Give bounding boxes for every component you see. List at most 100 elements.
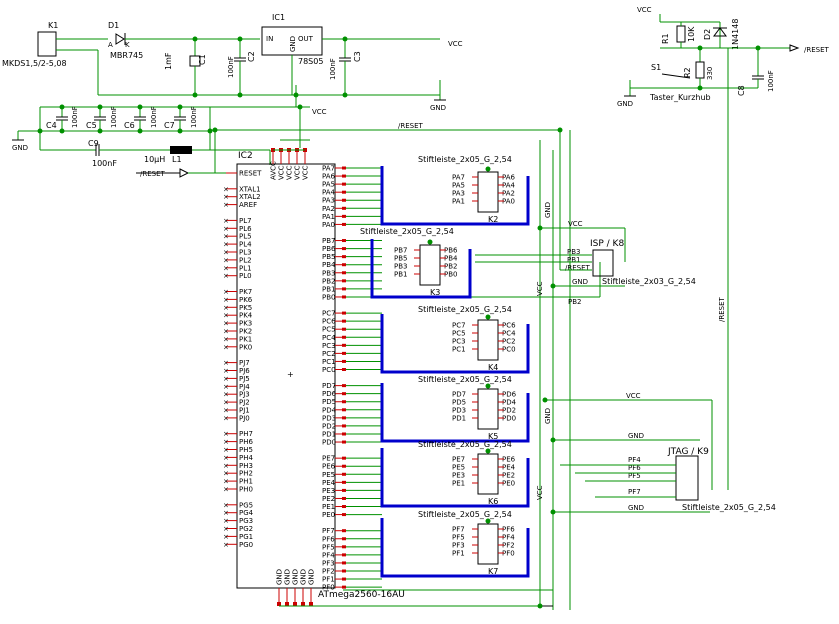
junction-dot <box>697 45 703 51</box>
mcu-pin-xtal1: XTAL1 <box>239 185 261 193</box>
mcu-pin-ph4: PH4 <box>239 454 253 462</box>
mcu-nc-mark: × <box>223 288 229 296</box>
header-k3: Stiftleiste_2x05_G_2,54K3PB7PB5PB3PB1PB6… <box>360 227 472 299</box>
mcu-pin-pf1: PF1 <box>322 576 335 584</box>
header-k6: Stiftleiste_2x05_G_2,54K6PE7PE5PE3PE1PE6… <box>380 440 530 508</box>
header-pin-pb6: PB6 <box>444 247 458 255</box>
header-k4-ref-label: K4 <box>488 363 498 372</box>
mcu-right-pad <box>342 182 346 186</box>
mcu-pin-pg2: PG2 <box>239 525 253 533</box>
c7-label: C7 <box>164 121 175 130</box>
mcu-right-pad <box>342 271 346 275</box>
mcu-nc-mark: × <box>223 399 229 407</box>
mcu-right-pad <box>342 239 346 243</box>
reset-circuit-section: VCC R1 10K D2 1N4148 /RESET R2 330 GND S… <box>617 6 830 108</box>
mcu-pin-pe5: PE5 <box>322 471 335 479</box>
mcu-right-pad <box>342 311 346 315</box>
mcu-pin-pb3: PB3 <box>322 269 335 277</box>
ic2-origin-mark: + <box>287 370 294 379</box>
header-pin-pb3: PB3 <box>394 263 407 271</box>
inductor-l1-symbol <box>170 146 192 154</box>
mcu-nc-mark: × <box>223 414 229 422</box>
header-k2-ref-label: K2 <box>488 215 498 224</box>
gnd-vertical-label-1: GND <box>544 202 552 218</box>
mcu-right-pad <box>342 416 346 420</box>
capacitor-c6: C6 100nF <box>124 106 158 131</box>
mcu-right-pad <box>342 190 346 194</box>
mcu-pin-pg5: PG5 <box>239 501 253 509</box>
c8-label: C8 <box>737 85 746 96</box>
mcu-nc-mark: × <box>223 272 229 280</box>
r1-value-label: 10K <box>687 26 696 42</box>
mcu-pin-pd2: PD2 <box>322 422 336 430</box>
mcu-nc-mark: × <box>223 233 229 241</box>
junction-dot <box>427 239 433 245</box>
header-k6-body <box>477 453 499 495</box>
d1-part-label: MBR745 <box>110 51 143 60</box>
gnd-isp-label: GND <box>572 278 588 286</box>
c3-label: C3 <box>353 51 362 62</box>
header-k5: Stiftleiste_2x05_G_2,54K5PD7PD5PD3PD1PD6… <box>380 375 530 443</box>
mcu-pin-pc6: PC6 <box>322 318 336 326</box>
mcu-pin-pf7: PF7 <box>322 527 335 535</box>
mcu-right-pad <box>342 392 346 396</box>
mcu-nc-mark: × <box>223 541 229 549</box>
header-k2-bus <box>380 166 530 226</box>
mcu-right-pad <box>342 408 346 412</box>
gnd-left-label: GND <box>12 144 28 152</box>
isp-part-label: Stiftleiste_2x03_G_2,54 <box>602 277 696 286</box>
mcu-nc-mark: × <box>223 217 229 225</box>
mcu-nc-mark: × <box>223 470 229 478</box>
mcu-right-pad <box>342 585 346 589</box>
junction-dot <box>293 92 299 98</box>
mcu-pin-ph5: PH5 <box>239 446 253 454</box>
mcu-pin-pk6: PK6 <box>239 296 253 304</box>
capacitor-c4: C4 100nF <box>46 106 79 131</box>
header-k4-part-label: Stiftleiste_2x05_G_2,54 <box>418 305 512 314</box>
gnd-vertical-label-2: GND <box>544 408 552 424</box>
mcu-right-pad <box>342 166 346 170</box>
header-pin-pe4: PE4 <box>502 464 516 472</box>
mcu-pin-pb7: PB7 <box>322 237 335 245</box>
mcu-pin-ph3: PH3 <box>239 462 253 470</box>
ic1-part-label: 78S05 <box>298 57 323 66</box>
mcu-pin-vcc: VCC <box>302 165 310 180</box>
mcu-pin-ph7: PH7 <box>239 430 253 438</box>
mcu-nc-mark: × <box>223 525 229 533</box>
junction-dot <box>342 36 348 42</box>
mcu-pin-pe3: PE3 <box>322 487 335 495</box>
header-pin-pa5: PA5 <box>452 182 465 190</box>
mcu-pin-pj2: PJ2 <box>239 399 250 407</box>
header-k7: Stiftleiste_2x05_G_2,54K7PF7PF5PF3PF1PF6… <box>380 510 530 578</box>
mcu-nc-mark: × <box>223 438 229 446</box>
header-pin-pe6: PE6 <box>502 456 516 464</box>
mcu-pin-pa6: PA6 <box>322 173 336 181</box>
junction-dot <box>697 85 703 91</box>
mcu-pin-pl4: PL4 <box>239 241 252 249</box>
header-pin-pc2: PC2 <box>502 338 516 346</box>
mcu-right-pad <box>342 505 346 509</box>
port-headers: Stiftleiste_2x05_G_2,54K2PA7PA5PA3PA1PA6… <box>360 155 530 578</box>
header-pin-pb7: PB7 <box>394 247 407 255</box>
diode-d1-symbol <box>115 33 125 45</box>
junction-dot <box>557 127 563 133</box>
power-supply-section: K1 MKDS1,5/2-5,08 D1 A K MBR745 1mF C1 1… <box>2 13 463 116</box>
mcu-pin-pl7: PL7 <box>239 217 252 225</box>
c2-value-label: 100nF <box>227 56 235 78</box>
header-k3-ref-label: K3 <box>430 288 440 297</box>
vcc-supply-label: VCC <box>448 40 463 48</box>
mcu-pin-gnd: GND <box>292 569 300 585</box>
header-pin-pe7: PE7 <box>452 456 465 464</box>
ic1-in-label: IN <box>266 35 273 43</box>
mcu-right-pad <box>342 384 346 388</box>
c4-label: C4 <box>46 121 57 130</box>
c2-label: C2 <box>247 51 256 62</box>
isp-label: ISP / K8 <box>590 239 624 249</box>
junction-dot <box>137 104 143 110</box>
header-k4: Stiftleiste_2x05_G_2,54K4PC7PC5PC3PC1PC6… <box>380 305 530 374</box>
mcu-nc-mark: × <box>223 264 229 272</box>
junction-dot <box>485 166 491 172</box>
mcu-pin-ph6: PH6 <box>239 438 253 446</box>
header-k7-bus <box>380 518 530 578</box>
mcu-right-pad <box>342 432 346 436</box>
